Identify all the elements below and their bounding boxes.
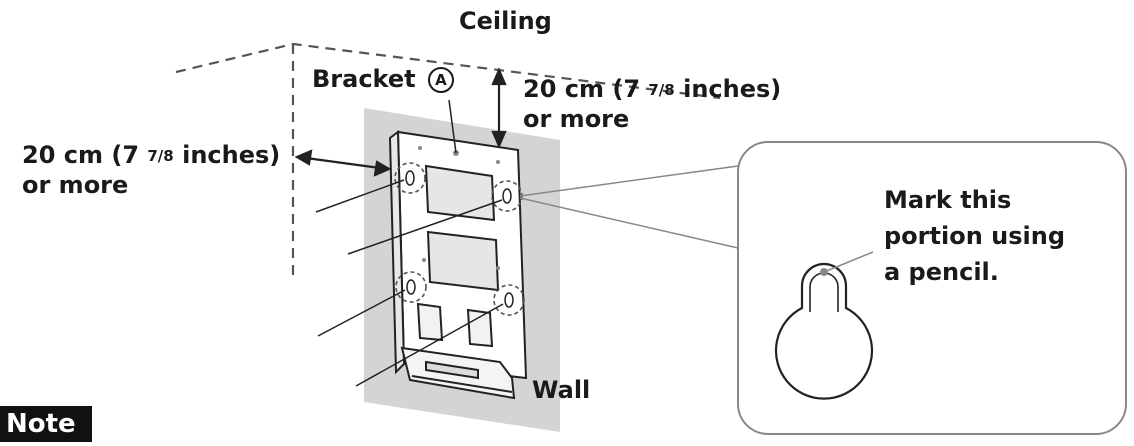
bracket-label: Bracket A bbox=[312, 66, 454, 93]
callout-text: Mark this portion using a pencil. bbox=[884, 186, 1065, 286]
ceiling-label: Ceiling bbox=[459, 7, 552, 35]
callout-connector bbox=[519, 165, 739, 249]
clearance-arrows bbox=[294, 67, 507, 177]
pencil-mark-point bbox=[820, 268, 828, 276]
pencil-mark-pointer bbox=[823, 251, 874, 273]
note-badge: Note bbox=[0, 406, 92, 442]
keyhole-marks bbox=[405, 170, 514, 308]
keyhole-shape bbox=[774, 262, 874, 400]
hole-bottom-right bbox=[493, 284, 525, 316]
hole-bottom-left bbox=[395, 271, 427, 303]
wall-label: Wall bbox=[532, 376, 591, 404]
ceiling-outline bbox=[175, 42, 721, 282]
side-clearance-label: 20 cm (7 7/8 inches) or more bbox=[22, 141, 281, 199]
hole-top-left bbox=[394, 162, 426, 194]
bracket-mark-circle: A bbox=[427, 67, 454, 93]
top-clearance-label: 20 cm (7 7/8 inches) or more bbox=[523, 75, 782, 133]
leader-lines bbox=[315, 99, 504, 387]
